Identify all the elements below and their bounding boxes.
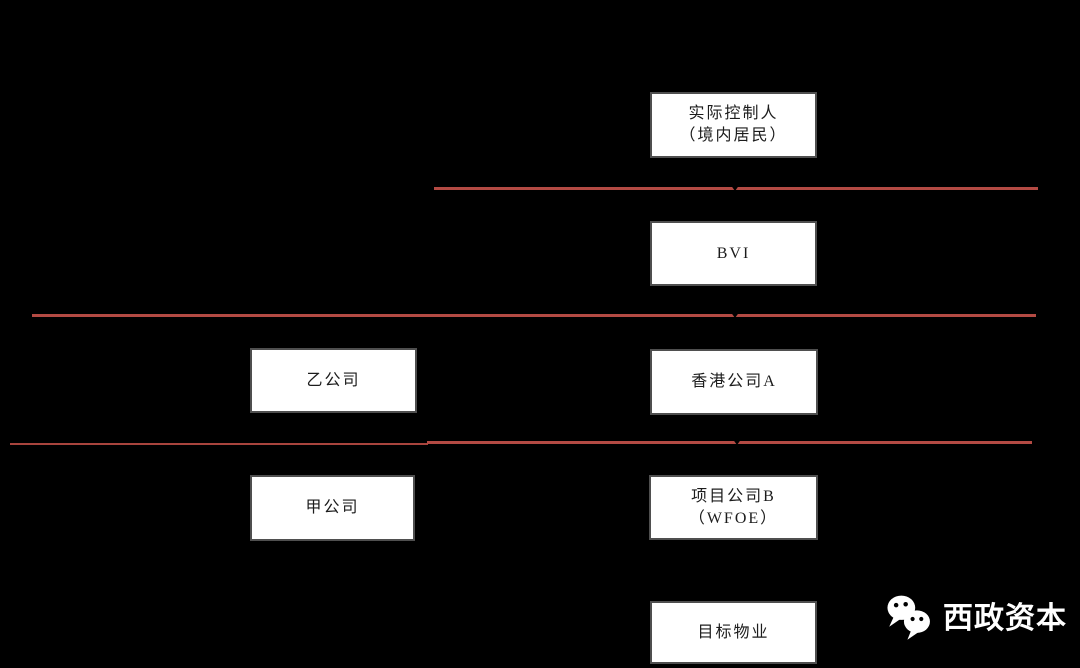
node-label: 甲公司 — [305, 499, 360, 516]
node-label: 香港公司A — [691, 373, 777, 390]
divider-line-bottom-left — [10, 443, 428, 445]
node-project-company-b: 项目公司B （WFOE） — [649, 475, 818, 540]
divider-line-middle — [32, 314, 1036, 317]
node-label: 项目公司B — [691, 487, 776, 505]
node-company-yi: 乙公司 — [250, 348, 417, 413]
arrow-down-icon — [732, 438, 742, 445]
connector-bvi-hk — [734, 287, 736, 349]
node-target-property: 目标物业 — [650, 601, 817, 664]
arrow-down-icon — [730, 311, 740, 318]
wechat-icon — [887, 595, 930, 640]
divider-line-bottom-right — [427, 441, 1032, 444]
node-company-jia: 甲公司 — [250, 475, 415, 541]
node-actual-controller: 实际控制人 （境内居民） — [650, 92, 817, 158]
connector-hk-wfoe — [734, 416, 736, 475]
node-label: 乙公司 — [306, 371, 361, 389]
node-bvi: BVI — [650, 221, 817, 286]
node-label: 实际控制人 — [688, 105, 779, 122]
watermark: 西政资本 — [884, 593, 1067, 645]
node-sublabel: （境内居民） — [679, 127, 788, 144]
watermark-brand: 西政资本 — [943, 602, 1067, 635]
connector-wfoe-target — [734, 541, 736, 601]
node-label: BVI — [716, 244, 751, 262]
node-label: 目标物业 — [697, 623, 770, 641]
arrow-down-icon — [729, 597, 739, 604]
arrow-down-icon — [730, 184, 740, 191]
node-hk-company-a: 香港公司A — [650, 349, 818, 415]
node-sublabel: （WFOE） — [688, 509, 779, 527]
